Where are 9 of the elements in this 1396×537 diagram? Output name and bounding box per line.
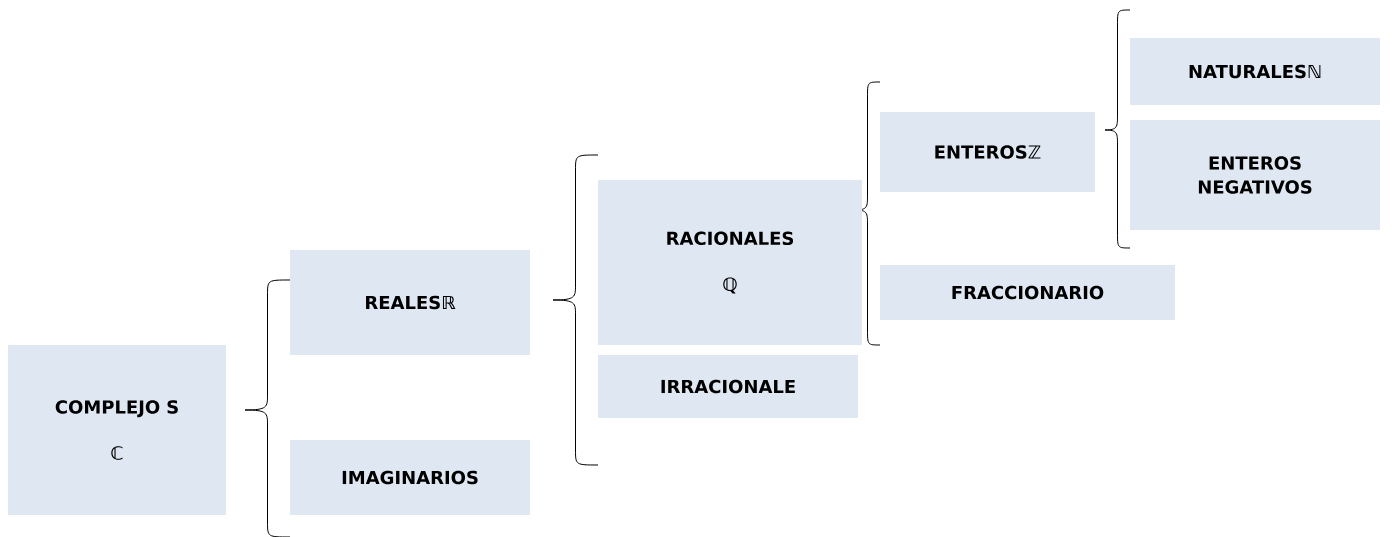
category-box: COMPLEJO S ℂ [8, 345, 226, 515]
category-box: FRACCIONARIO [880, 265, 1175, 320]
category-box: ENTEROS NEGATIVOS [1130, 120, 1380, 230]
category-box: NATURALESℕ [1130, 38, 1380, 105]
category-box: REALESℝ [290, 250, 530, 355]
category-box: ENTEROSℤ [880, 112, 1095, 192]
category-box: IMAGINARIOS [290, 440, 530, 515]
category-box: IRRACIONALE [598, 355, 858, 418]
category-box: RACIONALES ℚ [598, 180, 862, 345]
